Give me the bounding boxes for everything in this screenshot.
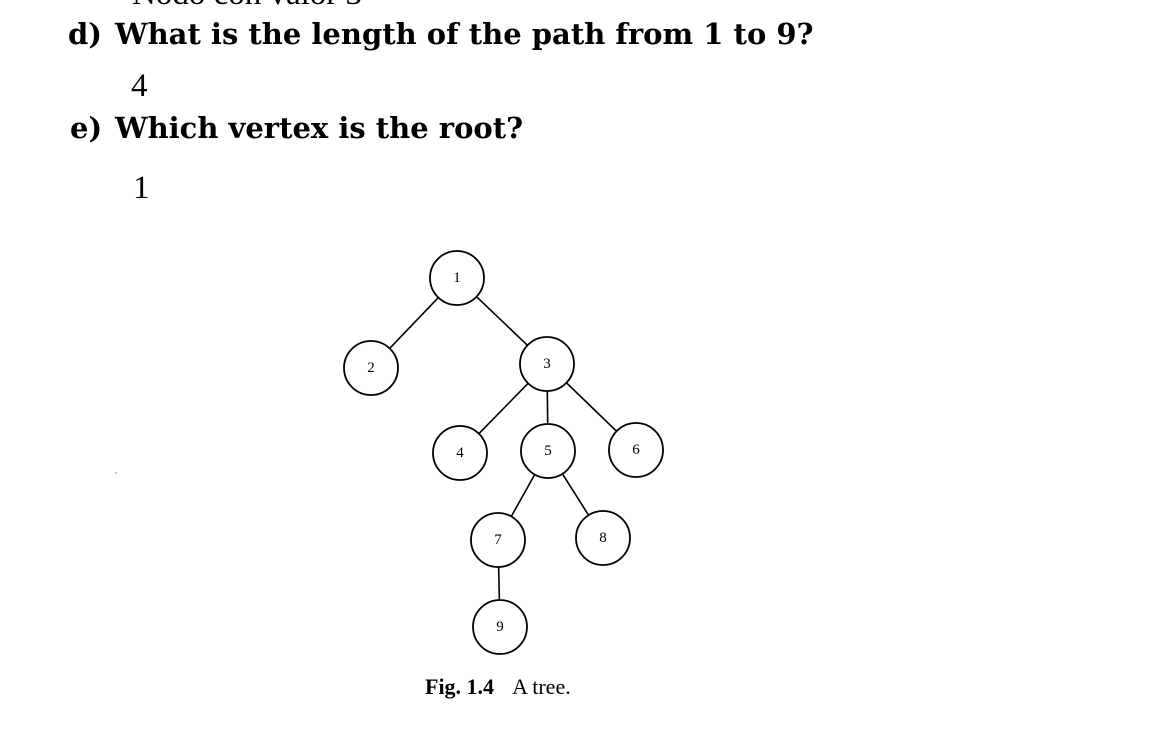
question-e-label: e) xyxy=(70,111,103,145)
node-label-2: 2 xyxy=(367,360,375,376)
question-e-text: Which vertex is the root? xyxy=(115,111,524,145)
node-label-6: 6 xyxy=(632,442,640,458)
edge-3-4 xyxy=(478,382,529,435)
answer-d: 4 xyxy=(131,68,148,104)
edge-5-7 xyxy=(510,474,536,517)
node-label-9: 9 xyxy=(496,619,504,635)
node-label-3: 3 xyxy=(543,356,551,372)
tree-node-7: 7 xyxy=(470,512,526,568)
edge-3-6 xyxy=(565,382,618,432)
node-circle-6 xyxy=(608,422,664,478)
tree-diagram: 1 2 3 4 5 6 7 8 9 xyxy=(343,250,664,655)
tree-node-4: 4 xyxy=(432,425,488,481)
figure-caption: Fig. 1.4 A tree. xyxy=(425,674,571,700)
scan-speck xyxy=(115,472,117,474)
tree-node-9: 9 xyxy=(472,599,528,655)
question-d-label: d) xyxy=(68,17,102,51)
cutoff-answer-text: Nodo con valor 3 xyxy=(132,0,362,11)
node-circle-2 xyxy=(343,340,399,396)
node-label-5: 5 xyxy=(544,443,552,459)
edge-1-2 xyxy=(389,296,439,350)
node-label-7: 7 xyxy=(494,532,502,548)
edge-7-9 xyxy=(497,566,501,601)
tree-node-3: 3 xyxy=(519,336,575,392)
node-circle-1 xyxy=(429,250,485,306)
figure-number: Fig. 1.4 xyxy=(425,674,495,699)
node-circle-8 xyxy=(575,510,631,566)
edge-5-8 xyxy=(561,473,590,516)
node-circle-4 xyxy=(432,425,488,481)
tree-edges xyxy=(389,296,618,601)
node-circle-5 xyxy=(520,423,576,479)
tree-node-5: 5 xyxy=(520,423,576,479)
node-circle-3 xyxy=(519,336,575,392)
node-label-4: 4 xyxy=(456,445,464,461)
tree-node-2: 2 xyxy=(343,340,399,396)
question-d-text: What is the length of the path from 1 to… xyxy=(115,17,814,51)
node-label-1: 1 xyxy=(453,270,461,286)
tree-node-1: 1 xyxy=(429,250,485,306)
tree-node-6: 6 xyxy=(608,422,664,478)
figure-caption-text: A tree. xyxy=(512,674,571,699)
tree-nodes: 1 2 3 4 5 6 7 8 9 xyxy=(343,250,664,655)
node-label-8: 8 xyxy=(599,530,607,546)
node-circle-7 xyxy=(470,512,526,568)
answer-e: 1 xyxy=(133,170,150,206)
tree-node-8: 8 xyxy=(575,510,631,566)
node-circle-9 xyxy=(472,599,528,655)
edge-1-3 xyxy=(475,296,529,346)
